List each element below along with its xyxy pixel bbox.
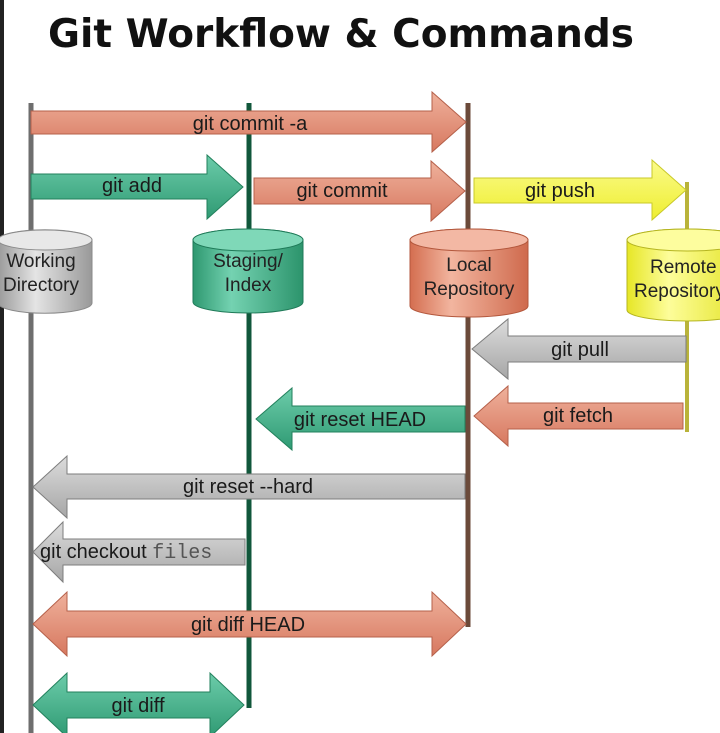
- remote-repository-cylinder: Remote Repository: [626, 228, 720, 322]
- git-checkout-arrow: git checkout files: [32, 520, 246, 584]
- remote-repository-label-line2: Repository: [634, 281, 720, 302]
- git-add-arrow: git add: [30, 153, 244, 221]
- git-diff-head-label: git diff HEAD: [191, 614, 305, 636]
- diagram-title: Git Workflow & Commands: [48, 12, 634, 57]
- git-diff-arrow: git diff: [32, 671, 245, 733]
- git-reset-head-arrow: git reset HEAD: [255, 386, 466, 452]
- git-reset-hard-label: git reset --hard: [183, 476, 313, 498]
- staging-index-cylinder: Staging/ Index: [192, 228, 304, 314]
- working-directory-label-line1: Working: [6, 251, 75, 272]
- git-checkout-label: git checkout files: [40, 541, 212, 565]
- git-checkout-files-arg: files: [152, 542, 212, 565]
- staging-index-label-line1: Staging/: [213, 251, 283, 272]
- git-commit-arrow: git commit: [253, 159, 466, 223]
- git-fetch-arrow: git fetch: [473, 384, 684, 448]
- git-reset-head-label: git reset HEAD: [294, 409, 426, 431]
- git-reset-hard-arrow: git reset --hard: [32, 454, 466, 520]
- git-fetch-label: git fetch: [543, 405, 613, 427]
- staging-index-label-line2: Index: [225, 275, 272, 296]
- git-commit-label: git commit: [296, 180, 388, 202]
- remote-repository-label-line1: Remote: [650, 257, 717, 278]
- git-diff-head-arrow: git diff HEAD: [32, 590, 467, 658]
- working-directory-label-line2: Directory: [3, 275, 80, 296]
- local-repository-label-line1: Local: [446, 255, 491, 276]
- git-push-arrow: git push: [473, 158, 687, 222]
- working-directory-cylinder: Working Directory: [0, 229, 93, 314]
- git-checkout-command: git checkout: [40, 541, 147, 563]
- git-diff-label: git diff: [112, 695, 165, 717]
- local-repository-label-line2: Repository: [424, 279, 515, 300]
- git-pull-label: git pull: [551, 339, 609, 361]
- git-pull-arrow: git pull: [471, 317, 687, 381]
- git-push-label: git push: [525, 180, 595, 202]
- git-commit-a-arrow: git commit -a: [30, 90, 467, 154]
- left-border: [0, 0, 4, 733]
- git-add-label: git add: [102, 175, 162, 197]
- local-repository-cylinder: Local Repository: [409, 228, 529, 318]
- git-commit-a-label: git commit -a: [193, 113, 308, 135]
